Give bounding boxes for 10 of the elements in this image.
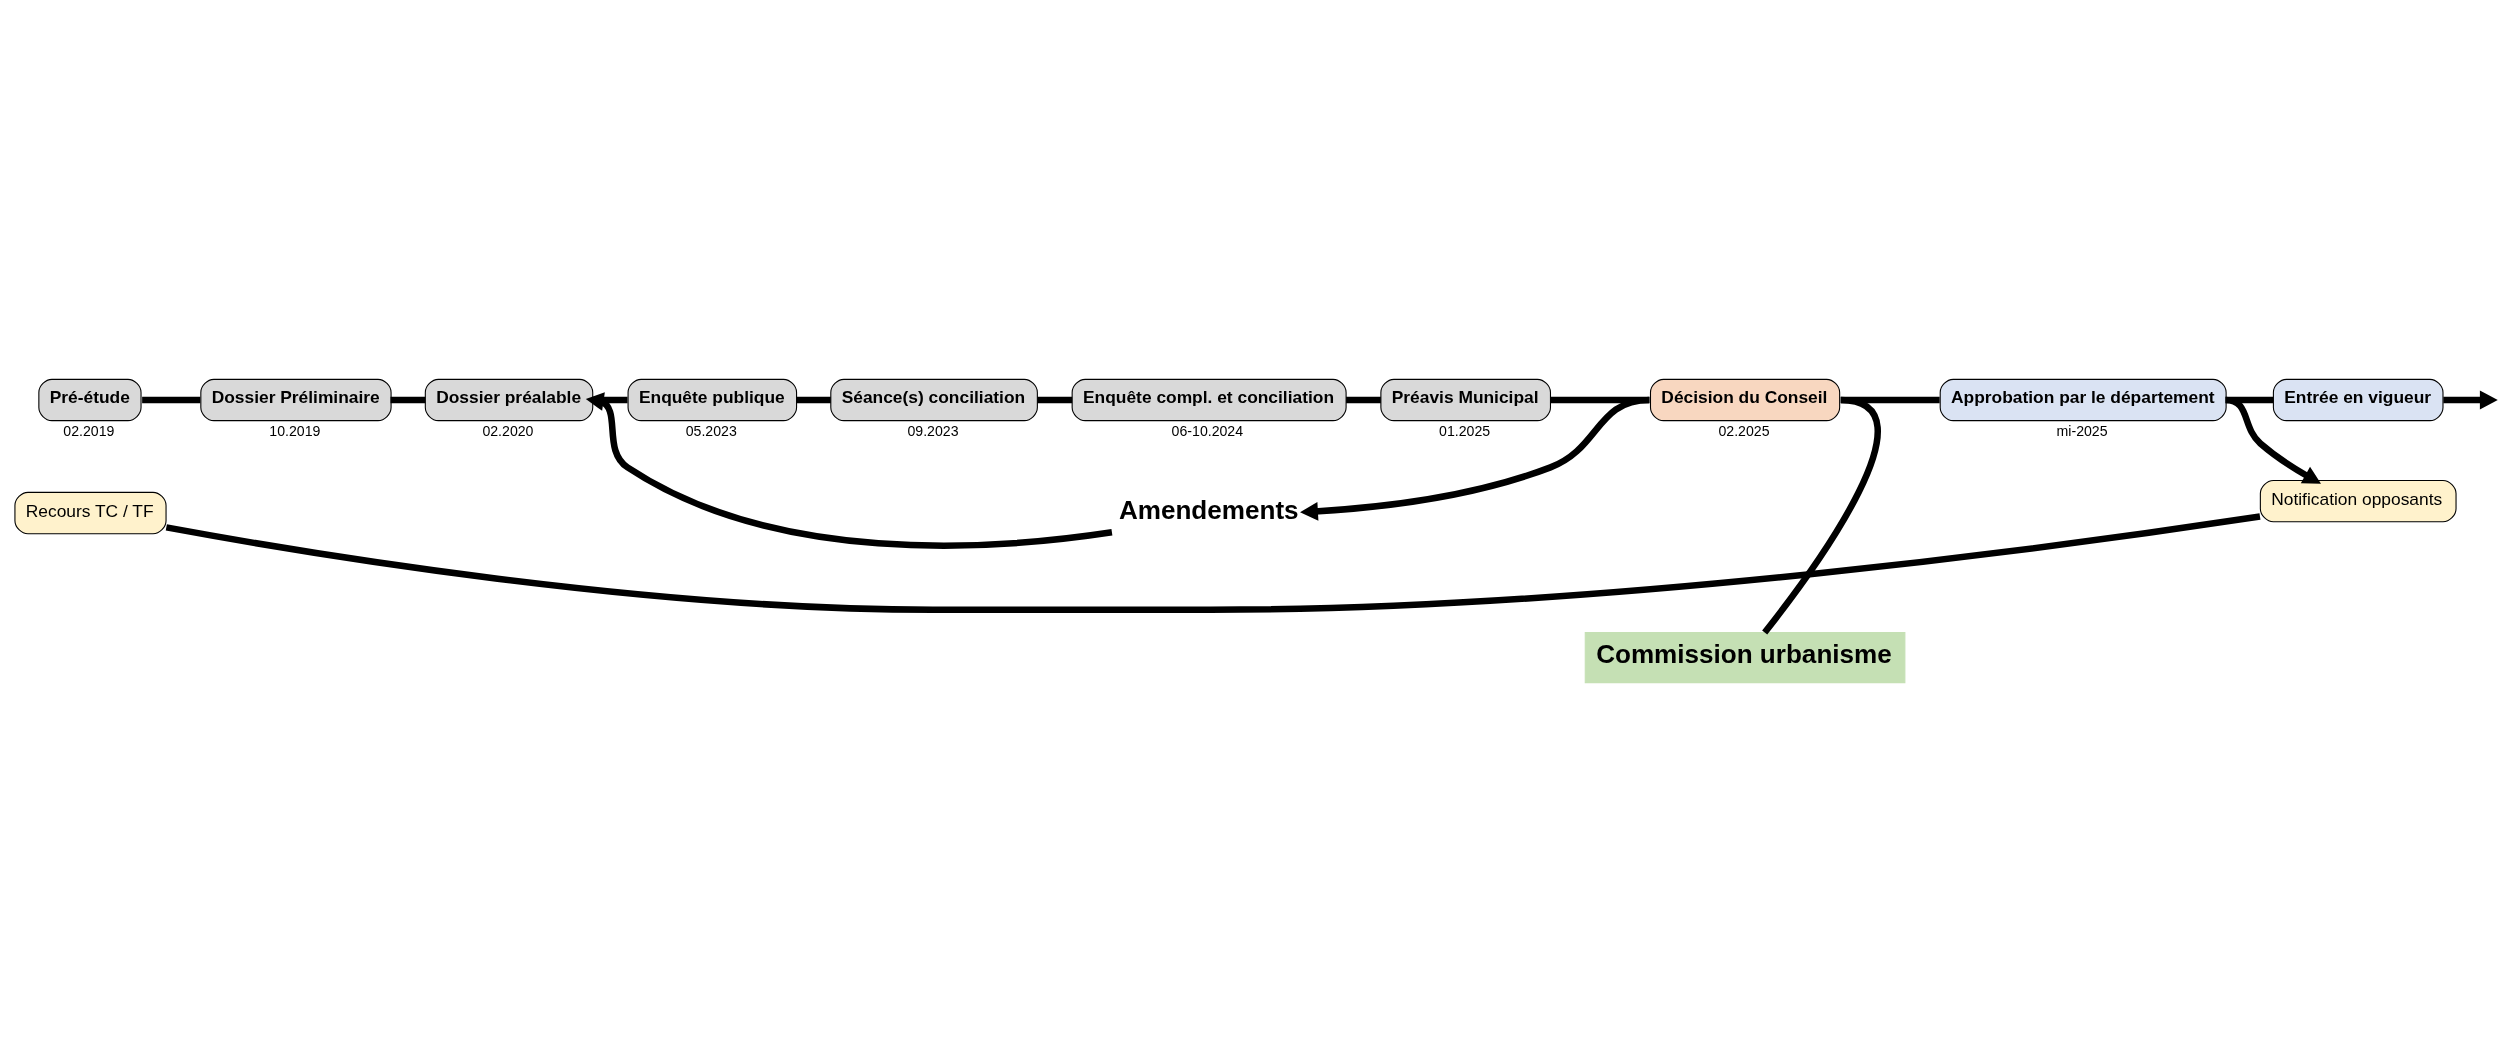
- node-label: 10.2019: [269, 423, 321, 440]
- node-label: 06-10.2024: [1171, 423, 1244, 440]
- node-label: 01.2025: [1439, 423, 1491, 440]
- node-text: Amendements: [1118, 494, 1299, 525]
- node-label: 02.2019: [63, 423, 115, 440]
- node-label: 02.2020: [482, 423, 534, 440]
- node-label: 05.2023: [685, 423, 737, 440]
- node-label: mi-2025: [2056, 423, 2108, 440]
- node-label: 09.2023: [907, 423, 959, 440]
- node-label: 02.2025: [1718, 423, 1770, 440]
